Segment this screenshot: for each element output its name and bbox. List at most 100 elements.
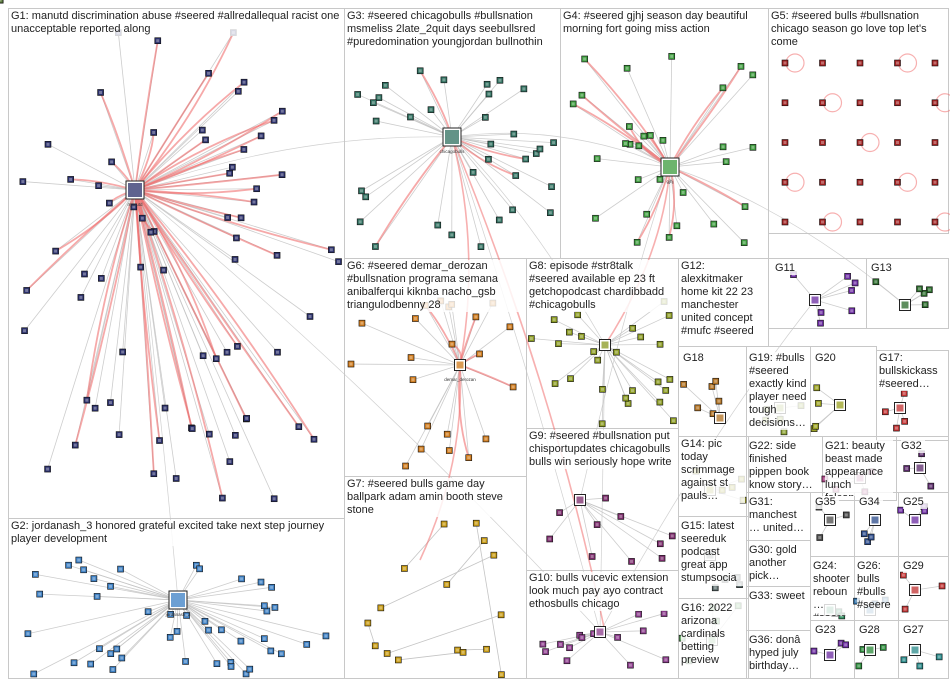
node-g8-glyph xyxy=(600,387,604,391)
node-g11-glyph xyxy=(850,288,854,292)
node-g8 xyxy=(670,417,677,425)
node-g2 xyxy=(75,556,83,564)
node-g1 xyxy=(231,256,239,263)
hub-node-fill-g13 xyxy=(901,301,909,309)
node-g4 xyxy=(569,100,577,108)
hub-node-fill-g25 xyxy=(911,516,919,524)
node-g6-glyph xyxy=(447,449,451,453)
node-g4 xyxy=(679,189,687,196)
node-g1 xyxy=(278,171,286,178)
node-g35-glyph xyxy=(844,513,848,517)
node-g15-glyph xyxy=(713,586,717,590)
node-g6-glyph xyxy=(404,464,408,468)
group-label-g32: G32 xyxy=(901,440,925,453)
node-g4 xyxy=(659,137,667,144)
node-g17 xyxy=(893,424,900,432)
node-g3-glyph xyxy=(487,92,491,96)
node-g4 xyxy=(623,64,631,72)
node-g4-glyph xyxy=(667,235,671,239)
node-g8-glyph xyxy=(671,419,675,423)
node-g7-glyph xyxy=(385,651,389,655)
node-g19-glyph xyxy=(782,430,786,434)
node-g2 xyxy=(173,628,181,635)
edge xyxy=(134,189,278,353)
node-g8 xyxy=(666,376,674,383)
node-g18 xyxy=(715,397,723,405)
node-g3 xyxy=(522,155,529,163)
node-g18-glyph xyxy=(714,379,718,383)
hub-node-fill-g3 xyxy=(445,130,459,144)
node-g10-glyph xyxy=(616,635,620,639)
edge xyxy=(424,305,461,366)
node-g10-glyph xyxy=(568,646,572,650)
node-g10-glyph xyxy=(580,636,584,640)
node-g7-glyph xyxy=(492,553,496,557)
node-g23-glyph xyxy=(812,649,816,653)
node-g1 xyxy=(250,198,258,206)
node-g1 xyxy=(97,89,104,96)
node-g1 xyxy=(23,287,30,294)
node-g4 xyxy=(622,140,629,147)
edge xyxy=(367,622,376,646)
node-g18 xyxy=(712,377,720,385)
edge xyxy=(446,364,461,435)
node-g5-glyph xyxy=(821,180,824,184)
node-g17-glyph xyxy=(883,410,887,414)
node-g8 xyxy=(656,340,664,348)
hub-node-fill-g20 xyxy=(836,401,844,409)
edge xyxy=(459,302,494,366)
node-g3 xyxy=(536,145,544,153)
group-label-g26: G26: bulls #bulls #seere… xyxy=(857,560,895,616)
node-g5 xyxy=(894,178,901,186)
node-g10-glyph xyxy=(592,632,596,636)
node-g1-glyph xyxy=(108,401,112,405)
group-label-g12: G12: alexkitmaker home kit 22 23 manches… xyxy=(681,260,765,338)
edge xyxy=(134,110,283,191)
hub-node-fill-g28 xyxy=(866,646,874,654)
node-g27-glyph xyxy=(918,664,922,668)
node-g3 xyxy=(370,99,377,106)
edge xyxy=(387,614,502,654)
node-g13 xyxy=(916,285,923,293)
node-g3-glyph xyxy=(436,223,440,227)
node-g9 xyxy=(628,558,635,565)
node-g2-glyph xyxy=(259,580,263,584)
node-g7 xyxy=(395,656,402,664)
node-g1 xyxy=(240,146,248,153)
node-g1 xyxy=(150,470,158,478)
self-loop xyxy=(785,53,805,73)
node-g1-glyph xyxy=(239,216,243,220)
edge xyxy=(636,166,671,243)
node-g4-glyph xyxy=(642,134,646,138)
node-g8-glyph xyxy=(624,396,628,400)
node-g8-glyph xyxy=(592,350,596,354)
node-g29 xyxy=(938,582,946,590)
edge xyxy=(446,540,485,585)
node-g3 xyxy=(416,67,424,75)
node-g3-glyph xyxy=(498,78,502,82)
node-g7 xyxy=(480,537,488,544)
node-g4 xyxy=(719,143,727,151)
node-g8-glyph xyxy=(668,377,672,381)
node-g7-glyph xyxy=(442,522,446,526)
node-g7 xyxy=(472,519,480,527)
node-g2-glyph xyxy=(215,662,219,666)
node-g2 xyxy=(242,670,250,678)
node-g25 xyxy=(897,506,904,514)
node-g8 xyxy=(662,387,670,394)
node-g9-glyph xyxy=(670,534,674,538)
node-g2-glyph xyxy=(229,660,233,664)
edge xyxy=(558,343,606,346)
node-g1-glyph xyxy=(82,272,86,276)
node-g7 xyxy=(490,551,498,559)
node-g7 xyxy=(401,565,408,572)
node-g4-glyph xyxy=(645,212,649,216)
edge xyxy=(122,189,136,353)
self-loop xyxy=(860,132,880,153)
node-g18-glyph xyxy=(682,382,686,386)
node-g2-glyph xyxy=(111,668,115,672)
node-g20 xyxy=(815,400,822,407)
node-g1-glyph xyxy=(85,398,89,402)
node-g27-glyph xyxy=(937,655,941,659)
node-g2-glyph xyxy=(198,567,202,571)
